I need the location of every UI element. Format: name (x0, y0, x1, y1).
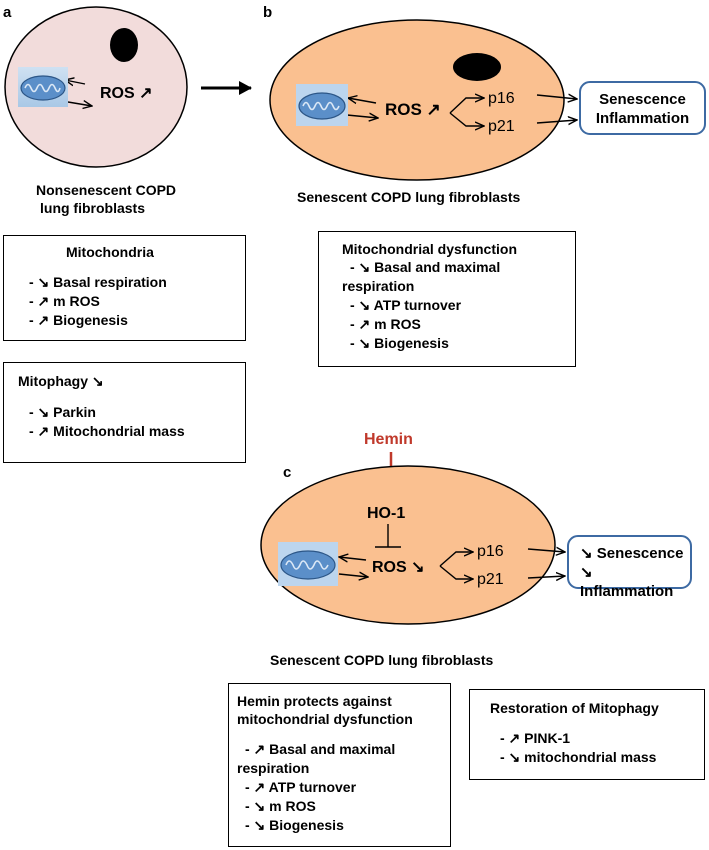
arrow-ros-to-p16-c (439, 552, 473, 567)
dysfunction-box: Mitochondrial dysfunction - ↘ Basal and … (318, 231, 576, 367)
hemin-protects-box: Hemin protects against mitochondrial dys… (228, 683, 451, 847)
ho1-label: HO-1 (367, 505, 405, 522)
ros-c-label: ROS ↘ (372, 559, 425, 576)
list-item: - ↘ ATP turnover (350, 297, 462, 313)
panel-a-letter: a (3, 4, 12, 21)
list-item: - ↗ m ROS (29, 293, 100, 309)
arrow-mito-to-ros-c (338, 574, 368, 577)
nucleus-b (453, 53, 501, 81)
restoration-box-title: Restoration of Mitophagy (490, 700, 659, 716)
list-item: - ↗ Biogenesis (29, 312, 128, 328)
outcome-box-b: Senescence Inflammation (579, 81, 706, 135)
panel-b-letter: b (263, 4, 272, 21)
dysfunction-box-title: Mitochondrial dysfunction (342, 241, 517, 257)
list-item: - ↗ Mitochondrial mass (29, 423, 185, 439)
mitophagy-box-title: Mitophagy ↘ (18, 373, 104, 389)
mitochondria-box: Mitochondria - ↘ Basal respiration - ↗ m… (3, 235, 246, 341)
nucleus-a (110, 28, 138, 62)
list-item: - ↘ mitochondrial mass (500, 749, 657, 765)
panel-c-letter: c (283, 464, 291, 481)
list-item: respiration (342, 278, 415, 294)
arrow-ros-to-mito-c (339, 557, 367, 560)
caption-b: Senescent COPD lung fibroblasts (297, 189, 521, 205)
mitochondrion-icon (18, 67, 68, 107)
ros-b-label: ROS ↗ (385, 100, 441, 119)
arrow-p16-to-outcome-c (527, 549, 565, 552)
list-item: respiration (237, 760, 310, 776)
mitochondria-box-list: - ↘ Basal respiration - ↗ m ROS - ↗ Biog… (29, 273, 245, 330)
restoration-box-list: - ↗ PINK-1 - ↘ mitochondrial mass (490, 729, 704, 767)
p16-b-label: p16 (488, 90, 515, 107)
mitophagy-box-list: - ↘ Parkin - ↗ Mitochondrial mass (18, 403, 245, 441)
restoration-box: Restoration of Mitophagy - ↗ PINK-1 - ↘ … (469, 689, 705, 780)
arrow-ros-to-mito-b (348, 98, 377, 103)
arrow-p21-to-outcome-b (536, 120, 577, 123)
mitochondrion-icon (278, 542, 338, 586)
outcome-inflammation-c: ↘ Inflammation (580, 564, 674, 600)
caption-a-line2: lung fibroblasts (40, 200, 145, 216)
outcome-senescence-b: Senescence (599, 91, 686, 108)
nonsenescent-cell (4, 6, 188, 168)
outcome-box-c: ↘ Senescence ↘ Inflammation (567, 535, 692, 600)
hemin-protects-title-line1: Hemin protects against (237, 693, 392, 709)
list-item: - ↗ ATP turnover (245, 779, 357, 795)
list-item: - ↘ Biogenesis (245, 817, 344, 833)
mitophagy-box: Mitophagy ↘ - ↘ Parkin - ↗ Mitochondrial… (3, 362, 246, 463)
p21-b-label: p21 (488, 118, 515, 135)
arrow-ros-to-mito-a (65, 80, 86, 84)
arrow-mito-to-ros-a (67, 102, 92, 106)
list-item: - ↘ Basal and maximal (350, 259, 501, 275)
hemin-label: Hemin (364, 431, 413, 448)
arrow-ros-to-p21-c (439, 565, 473, 579)
list-item: - ↘ Biogenesis (350, 335, 449, 351)
list-item: - ↘ Basal respiration (29, 274, 167, 290)
list-item: - ↗ PINK-1 (500, 730, 571, 746)
caption-c: Senescent COPD lung fibroblasts (270, 652, 494, 668)
list-item: - ↗ m ROS (350, 316, 421, 332)
arrow-mito-to-ros-b (346, 115, 378, 118)
arrow-ros-to-p16-b (449, 98, 484, 114)
hemin-protects-title-line2: mitochondrial dysfunction (237, 711, 413, 727)
arrow-p21-to-outcome-c (527, 576, 565, 578)
dysfunction-box-list: - ↘ Basal and maximal respiration - ↘ AT… (342, 258, 575, 353)
outcome-inflammation-b: Inflammation (595, 110, 690, 127)
p16-c-label: p16 (477, 543, 504, 560)
caption-a-line1: Nonsenescent COPD (36, 182, 177, 198)
list-item: - ↗ Basal and maximal (245, 741, 396, 757)
arrow-ros-to-p21-b (449, 112, 484, 126)
arrow-p16-to-outcome-b (536, 95, 577, 99)
ros-a-label: ROS ↗ (100, 85, 153, 102)
hemin-protects-list: - ↗ Basal and maximal respiration - ↗ AT… (237, 740, 450, 835)
caption-a: Nonsenescent COPD lung fibroblasts (36, 181, 176, 217)
mitochondrion-icon (296, 84, 348, 126)
mitochondria-box-title: Mitochondria (66, 244, 154, 260)
list-item: - ↘ Parkin (29, 404, 96, 420)
outcome-senescence-c: ↘ Senescence (580, 545, 684, 562)
p21-c-label: p21 (477, 571, 504, 588)
list-item: - ↘ m ROS (245, 798, 316, 814)
